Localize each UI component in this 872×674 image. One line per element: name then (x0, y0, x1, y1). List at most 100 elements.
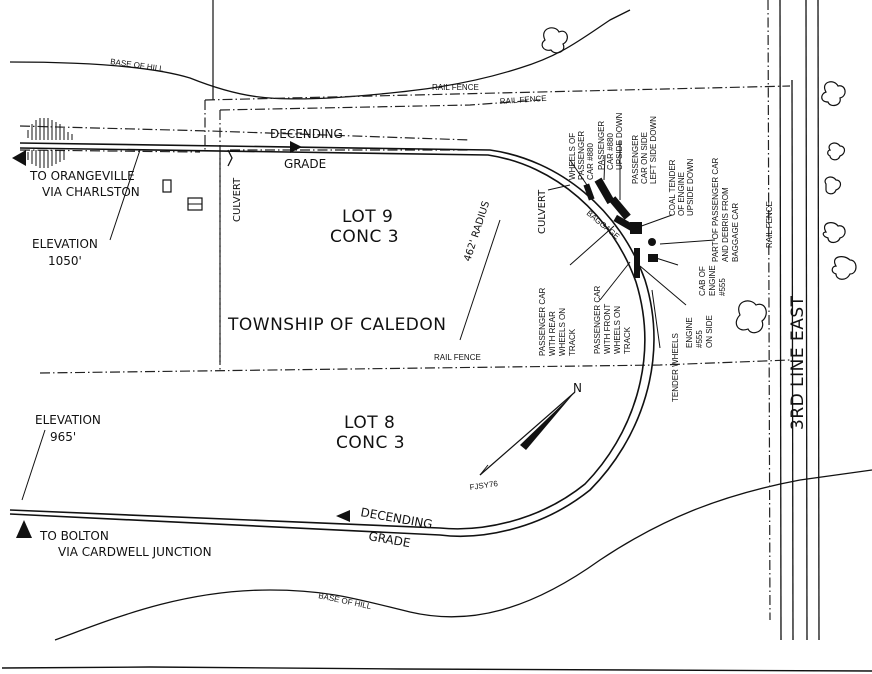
svg-text:AND DEBRIS FROM: AND DEBRIS FROM (721, 187, 730, 262)
north-arrow-icon (520, 392, 575, 450)
svg-text:PASSENGER: PASSENGER (577, 131, 586, 180)
grade-arrows (12, 141, 350, 538)
svg-text:ENGINE: ENGINE (685, 317, 694, 348)
rail-fence-label-2: RAIL FENCE (500, 94, 547, 106)
svg-text:PART OF PASSENGER CAR: PART OF PASSENGER CAR (711, 157, 720, 262)
lot8-conc: CONC 3 (336, 433, 405, 453)
leader-lines (21, 140, 716, 501)
culvert-label-2: CULVERT (537, 189, 548, 234)
grade-north-line2: GRADE (284, 157, 326, 171)
grade-arrow-south-icon (336, 510, 350, 522)
svg-text:#555: #555 (718, 278, 727, 296)
grade-south-line2: GRADE (367, 529, 411, 550)
hatch-marks (27, 118, 73, 168)
tree-icon (831, 256, 857, 280)
base-of-hill-south-label: BASE OF HILL (318, 591, 373, 611)
svg-text:TRACK: TRACK (568, 328, 577, 356)
bolton-line1: TO BOLTON (39, 529, 109, 543)
wreck-label-engine: ENGINE #555 ON SIDE (685, 315, 714, 348)
elevation-north-value: 1050' (48, 254, 82, 268)
svg-text:TENDER WHEELS: TENDER WHEELS (671, 333, 680, 402)
passenger-car-880 (594, 177, 615, 205)
svg-text:BAGGAGE CAR: BAGGAGE CAR (731, 203, 740, 262)
svg-text:WHEELS ON: WHEELS ON (613, 306, 622, 354)
wreck-label-tender-wheels: TENDER WHEELS (671, 333, 680, 402)
svg-text:WHEELS OF: WHEELS OF (568, 133, 577, 180)
svg-text:CAR #880: CAR #880 (586, 143, 595, 180)
svg-text:UPSIDE DOWN: UPSIDE DOWN (615, 112, 624, 170)
tree-icon (827, 142, 846, 161)
wreck-label-coal-tender: COAL TENDER OF ENGINE UPSIDE DOWN (668, 158, 695, 216)
svg-text:COAL TENDER: COAL TENDER (668, 159, 677, 216)
svg-text:CAR ON SIDE: CAR ON SIDE (640, 132, 649, 184)
tree-icon (824, 176, 842, 195)
orangeville-line2: VIA CHARLSTON (42, 185, 140, 199)
baggage-car (613, 214, 637, 232)
labels: TOWNSHIP OF CALEDON LOT 9 CONC 3 LOT 8 C… (29, 57, 808, 611)
base-of-hill-north (9, 9, 631, 100)
engine-555 (634, 248, 640, 278)
trees (541, 27, 857, 334)
wreck-label-car-880: PASSENGER CAR #880 UPSIDE DOWN (597, 112, 624, 170)
svg-text:PASSENGER: PASSENGER (597, 121, 606, 170)
svg-text:UPSIDE DOWN: UPSIDE DOWN (686, 158, 695, 216)
grade-north-line1: DECENDING (270, 127, 343, 141)
grade-south-line1: DECENDING (359, 505, 433, 531)
signature: FJSY76 (469, 479, 499, 492)
elevation-south-value: 965' (50, 430, 76, 444)
north-label: N (573, 381, 582, 395)
township-title: TOWNSHIP OF CALEDON (227, 315, 447, 335)
orangeville-line1: TO ORANGEVILLE (29, 169, 135, 183)
svg-text:WHEELS ON: WHEELS ON (558, 308, 567, 356)
base-of-hill-north-label: BASE OF HILL (110, 57, 165, 73)
tree-icon (735, 300, 767, 334)
wreck-label-rear-wheels: PASSENGER CAR WITH REAR WHEELS ON TRACK (538, 287, 577, 356)
svg-text:PASSENGER CAR: PASSENGER CAR (538, 287, 547, 356)
lot8-label: LOT 8 (344, 413, 395, 433)
arrow-to-bolton-icon (16, 520, 32, 538)
curve-radius: 462' RADIUS (462, 200, 492, 263)
north-arrow: N (479, 381, 582, 476)
third-line-east-road (767, 0, 820, 641)
tree-icon (541, 27, 568, 54)
rail-fence-label-3: RAIL FENCE (434, 353, 481, 362)
svg-text:WITH REAR: WITH REAR (548, 311, 557, 356)
debris-icon (648, 238, 656, 246)
lot9-conc: CONC 3 (330, 227, 399, 247)
wreck-label-cab: CAB OF ENGINE #555 (698, 265, 727, 296)
svg-text:ON SIDE: ON SIDE (705, 315, 714, 348)
svg-text:PASSENGER: PASSENGER (631, 135, 640, 184)
svg-text:WITH FRONT: WITH FRONT (603, 304, 612, 354)
buildings (162, 179, 203, 211)
road-label: 3RD LINE EAST (788, 295, 808, 430)
lot9-label: LOT 9 (342, 207, 393, 227)
arrow-to-orangeville-icon (12, 150, 26, 166)
elevation-north-label: ELEVATION (32, 237, 98, 251)
base-of-hill-south (54, 469, 872, 641)
wreck-label-front-wheels: PASSENGER CAR WITH FRONT WHEELS ON TRACK (593, 285, 632, 354)
rail-fences (19, 85, 791, 374)
tree-icon (821, 81, 846, 107)
svg-text:CAB OF: CAB OF (698, 266, 707, 296)
wreck-label-car-on-side: PASSENGER CAR ON SIDE LEFT SIDE DOWN (631, 116, 658, 184)
grade-arrow-north-icon (290, 141, 302, 153)
cab-engine-555 (648, 254, 658, 262)
rail-fence-label-1: RAIL FENCE (432, 83, 479, 92)
svg-text:LEFT SIDE DOWN: LEFT SIDE DOWN (649, 116, 658, 184)
rail-fence-label-4: RAIL FENCE (765, 201, 774, 248)
tree-icon (822, 222, 846, 244)
railway-track (9, 142, 655, 537)
elevation-south-label: ELEVATION (35, 413, 101, 427)
passenger-car-880-wheels (583, 183, 595, 201)
svg-text:TRACK: TRACK (623, 326, 632, 354)
bolton-line2: VIA CARDWELL JUNCTION (58, 545, 212, 559)
passenger-car-on-side (609, 196, 631, 220)
svg-text:#555: #555 (695, 330, 704, 348)
wreck-pieces (583, 177, 658, 278)
culvert-marker (227, 149, 233, 167)
svg-text:OF ENGINE: OF ENGINE (677, 172, 686, 216)
wreck-label-wheels-880: WHEELS OF PASSENGER CAR #880 (568, 131, 595, 180)
svg-text:ENGINE: ENGINE (708, 265, 717, 296)
